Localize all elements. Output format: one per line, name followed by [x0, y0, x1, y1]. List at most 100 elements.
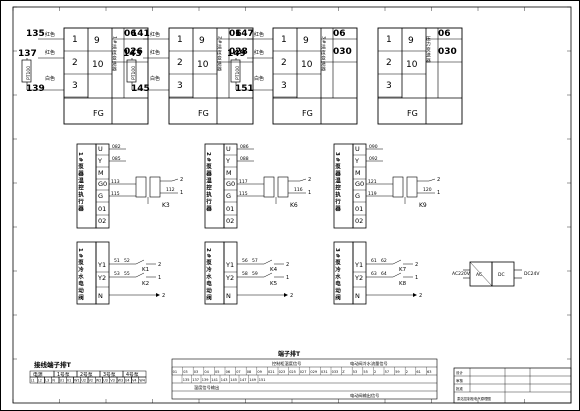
valve-pin: N — [98, 292, 103, 300]
valve-pin: Y2 — [97, 274, 106, 282]
relay-k2: K5 — [270, 281, 278, 287]
actuator-pin: 01 — [355, 205, 363, 213]
terminal-9: 9 — [303, 36, 309, 46]
terminal-10: 10 — [197, 60, 209, 70]
actuator-title: 3#泵器温控执行器 — [334, 152, 342, 212]
actuator-pin: G — [355, 192, 360, 200]
wire-label-3: 117 — [239, 179, 248, 185]
terminal-group-header: 1号泵 — [57, 372, 70, 378]
wire-label-1: 090 — [369, 144, 378, 150]
wire-color-red: 红色 — [254, 31, 264, 38]
terminal-number: 2 — [406, 370, 408, 374]
terminal-number-2: 135 — [183, 378, 190, 382]
wire-d: 59 — [252, 271, 258, 277]
input-wire-top: 141 — [131, 29, 150, 39]
terminal-2: 2 — [177, 58, 183, 68]
terminal-1: 1 — [177, 35, 183, 45]
terminal-number-2: 137 — [192, 378, 199, 382]
sensor-label: PT100 — [235, 66, 241, 80]
input-wire-mid: 149 — [227, 49, 246, 59]
terminal-number-2: 139 — [202, 378, 209, 382]
input-wire-mid: 137 — [18, 49, 37, 59]
terminal-cell: L3 — [45, 379, 49, 383]
relay-node-1: 2 — [437, 177, 440, 183]
relay-k2: K8 — [399, 281, 407, 287]
wire-c: 52 — [124, 258, 130, 264]
terminal-number: 03 — [194, 370, 198, 374]
node-3: 2 — [290, 293, 293, 299]
actuator-pin: G — [226, 192, 231, 200]
sensor-label: PT100 — [131, 66, 137, 80]
terminal-cell: L1 — [31, 379, 35, 383]
terminal-cell: U2 — [81, 379, 86, 383]
actuator-pin: Y — [97, 157, 102, 165]
actuator-pin: M — [226, 169, 232, 177]
module-description: 1#温度变送器 — [112, 36, 118, 73]
terminal-number: 01 — [173, 370, 177, 374]
terminal-number: Z — [342, 370, 345, 374]
terminal-number: 029 — [310, 370, 317, 374]
valve-pin: N — [226, 292, 231, 300]
terminal-3: 3 — [386, 81, 392, 91]
input-wire-bottom: 151 — [235, 84, 254, 94]
terminal-number: 2 — [374, 370, 376, 374]
valve-pin: N — [355, 292, 360, 300]
terminal-cell: W2 — [96, 379, 102, 383]
terminal-number: 03 — [183, 370, 187, 374]
power-block-ac: AC — [476, 272, 482, 278]
relay-node-2: 1 — [437, 190, 440, 196]
terminal-number-2: 141 — [211, 378, 218, 382]
terminal-fg: FG — [407, 109, 418, 118]
actuator-title: 1#泵器温控执行器 — [77, 152, 85, 212]
terminal-number: 55 — [363, 370, 367, 374]
terminal-number: 61 — [416, 370, 420, 374]
relay-k1: K4 — [270, 267, 278, 273]
wire-label-4: 116 — [294, 187, 303, 193]
wire-d: 64 — [381, 271, 387, 277]
terminal-cell: L2 — [38, 379, 42, 383]
wire-color-white: 白色 — [150, 75, 160, 82]
terminal-number-2: 147 — [240, 378, 247, 382]
terminal-10: 10 — [301, 60, 313, 70]
terminal-9: 9 — [94, 36, 100, 46]
output-wire-2: 028 — [229, 47, 248, 57]
wire-d: 55 — [124, 271, 130, 277]
actuator-pin: Y — [354, 157, 359, 165]
terminal-cell: V1 — [67, 379, 71, 383]
section-title-1: 控制柜温度信号 — [272, 360, 301, 367]
terminal-cell: W3 — [118, 379, 124, 383]
wire-label-4: 112 — [166, 187, 175, 193]
input-wire-bottom: 139 — [26, 84, 45, 94]
input-wire-bottom: 145 — [131, 84, 150, 94]
wire-color-white: 白色 — [45, 75, 55, 82]
terminal-number: 07 — [236, 370, 240, 374]
wire-color-red-2: 红色 — [254, 49, 264, 56]
terminal-group-header: 2号泵 — [80, 372, 93, 378]
output-wire-2: 026 — [124, 47, 143, 57]
terminal-group-header: 电源 — [33, 371, 43, 378]
terminal-fg: FG — [93, 109, 104, 118]
module-description: 压力变送器 — [426, 36, 431, 64]
wire-label-3: 121 — [368, 179, 377, 185]
terminal-cell: V3 — [110, 379, 114, 383]
wire-label-5: 115 — [239, 191, 248, 197]
node-3: 2 — [162, 293, 165, 299]
terminal-cell: U3 — [103, 379, 108, 383]
wire-label-1: 082 — [112, 144, 121, 150]
actuator-pin: 02 — [98, 217, 106, 225]
wire-c: 57 — [252, 258, 258, 264]
title-row-3: 批准 — [456, 386, 464, 391]
terminal-table-left-title: 接线端子排T — [34, 360, 72, 369]
power-block-dc: DC — [498, 272, 505, 278]
terminal-number: 04 — [204, 370, 209, 374]
valve-pin: Y2 — [225, 274, 234, 282]
terminal-number: 06 — [226, 370, 230, 374]
wire-label-4: 120 — [423, 187, 432, 193]
terminal-3: 3 — [281, 81, 287, 91]
actuator-pin: M — [98, 169, 104, 177]
